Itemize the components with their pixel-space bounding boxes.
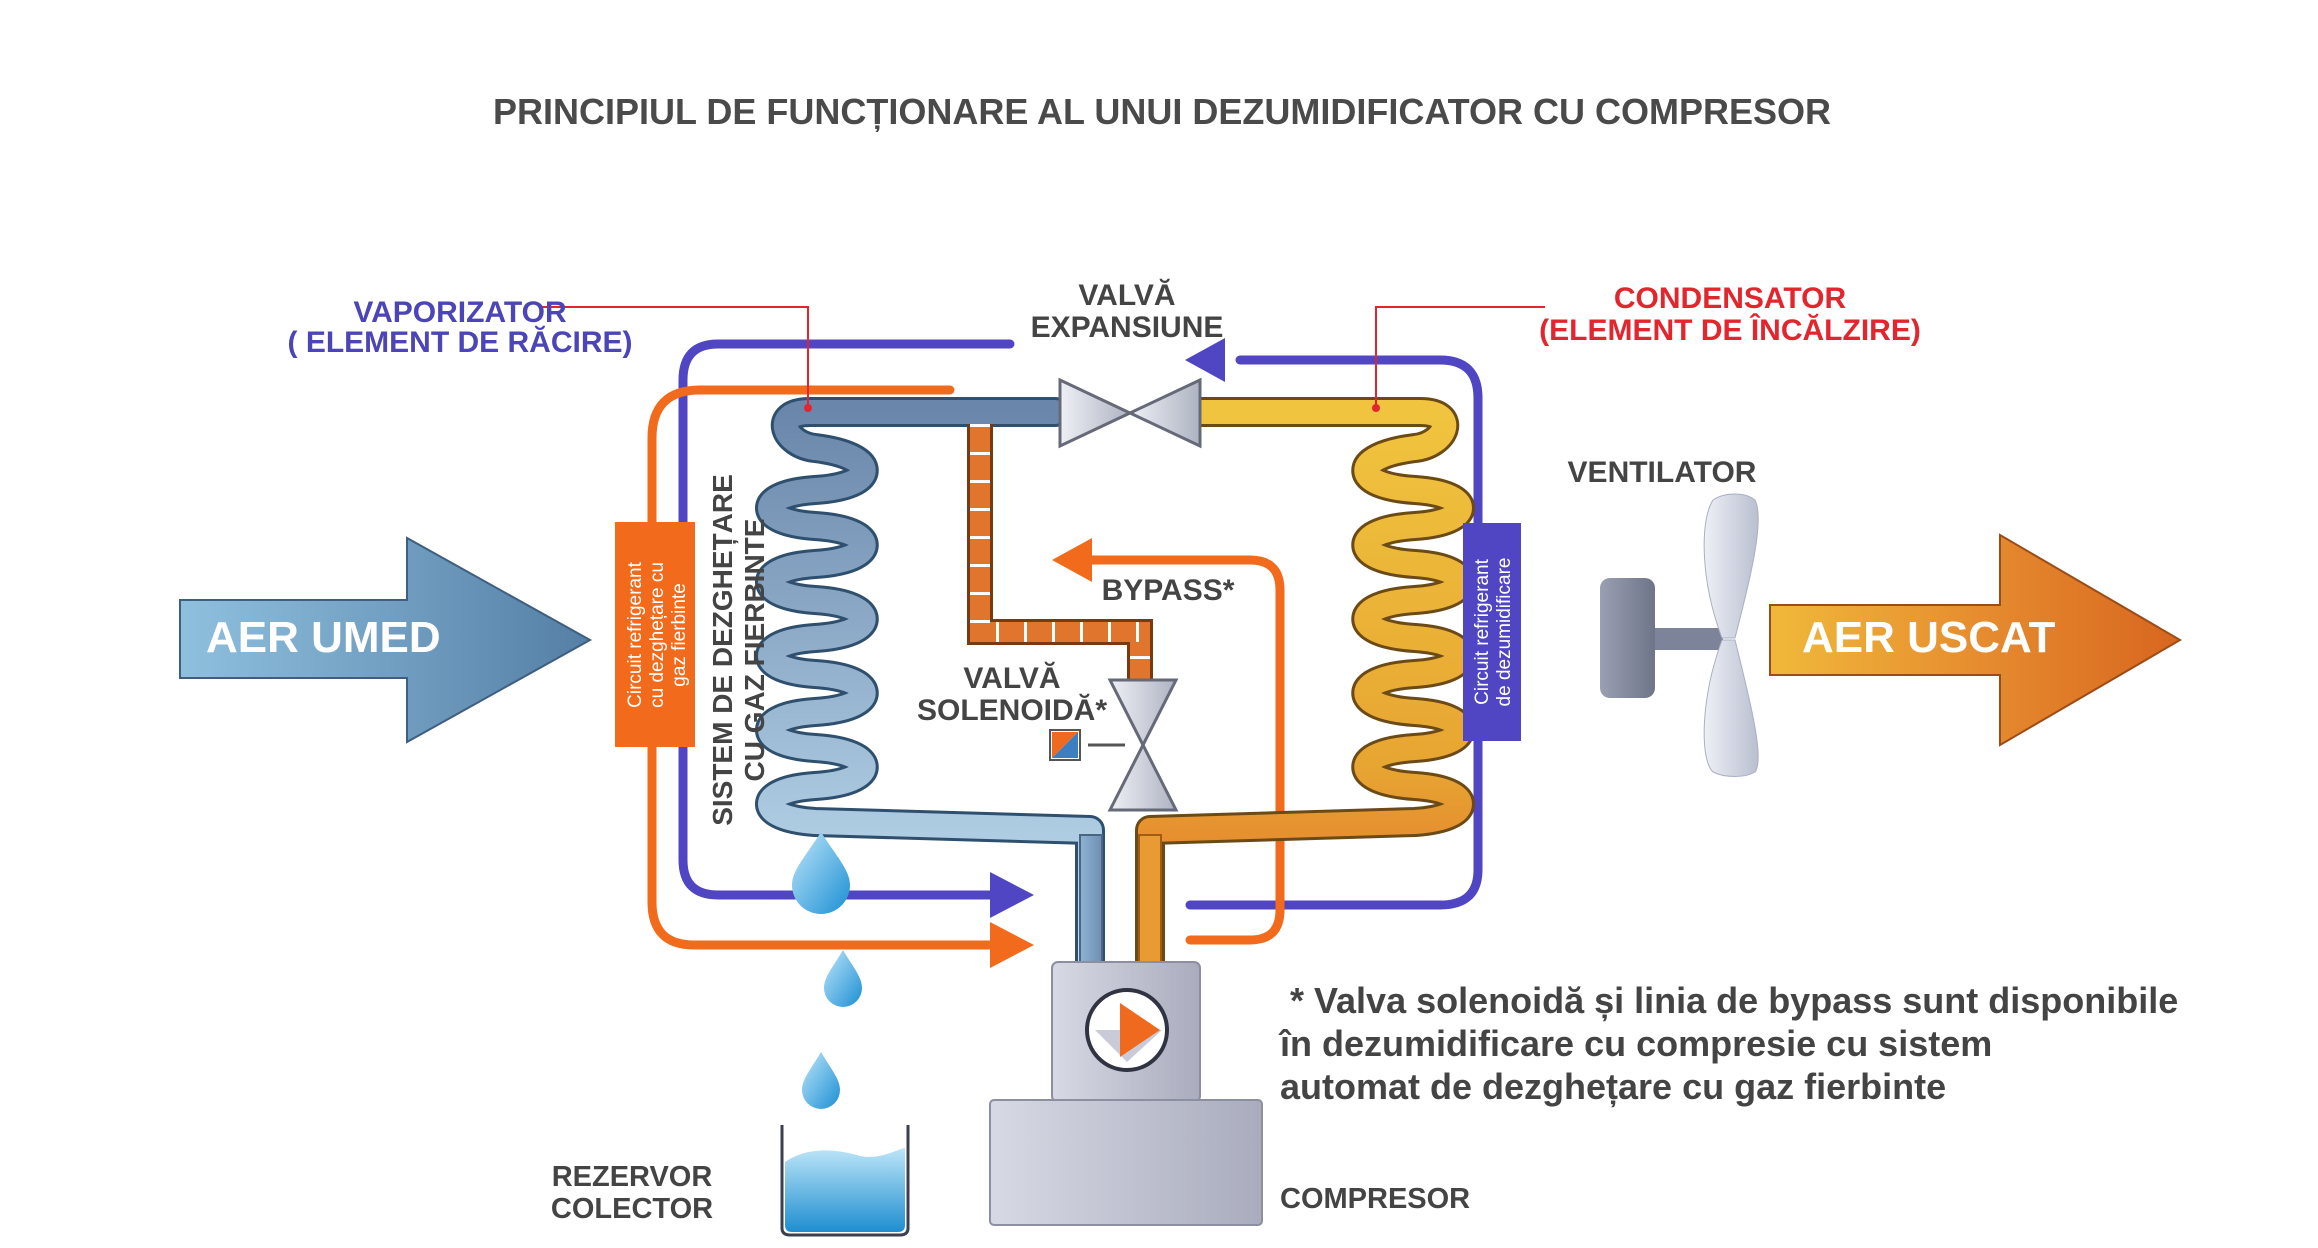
vaporizator-label: VAPORIZATOR: [353, 296, 567, 329]
condensator-callout-dot: [1372, 404, 1380, 412]
aer-uscat-arrow: [1769, 533, 2182, 747]
fan: [1600, 493, 1759, 777]
vaporizator-callout-dot: [804, 404, 812, 412]
vaporizator-sublabel: ( ELEMENT DE RĂCIRE): [288, 325, 633, 359]
note-line-1: * Valva solenoidă și linia de bypass sun…: [1290, 980, 2178, 1021]
water-drop-2: [824, 950, 862, 1007]
circuit-right-label-1: Circuit refrigerant: [1472, 558, 1493, 704]
blue-arrowhead-top: [1185, 338, 1225, 382]
note-line-3: automat de dezghețare cu gaz fierbinte: [1280, 1066, 1946, 1108]
circuit-left-label-1: Circuit refrigerant: [625, 561, 646, 707]
orange-arrowhead-bottom: [990, 922, 1034, 968]
sistem-dezghetare-label: SISTEM DE DEZGHEȚARE: [707, 474, 738, 826]
page-title: PRINCIPIUL DE FUNCȚIONARE AL UNUI DEZUMI…: [493, 91, 1831, 132]
collector-tank: [780, 1125, 910, 1237]
valva-solenoida-label: VALVĂ: [963, 661, 1060, 695]
orange-hot-gas-circuit: [647, 385, 1285, 950]
condenser-coil: [1135, 397, 1475, 975]
valva-expansiune-label: VALVĂ: [1078, 278, 1175, 312]
compresor-label: COMPRESOR: [1280, 1183, 1470, 1215]
ventilator-label: VENTILATOR: [1568, 456, 1757, 489]
expansion-valve: [1058, 377, 1202, 449]
note-line-2: în dezumidificare cu compresie cu sistem: [1278, 1023, 1992, 1064]
vaporizator-callout-line: [540, 306, 809, 408]
compressor-connections: [1079, 834, 1162, 966]
condensator-sublabel: (ELEMENT DE ÎNCĂLZIRE): [1539, 313, 1921, 347]
sistem-dezghetare-sublabel: CU GAZ FIERBINTE: [739, 519, 770, 782]
circuit-left-box: [615, 522, 695, 747]
circuit-left-label-3: gaz fierbinte: [669, 583, 690, 687]
solenoid-valve: [1049, 678, 1179, 812]
bypass-label: BYPASS*: [1102, 574, 1235, 607]
water-drop-1: [792, 832, 850, 914]
compressor: [989, 961, 1263, 1226]
valva-expansiune-sublabel: EXPANSIUNE: [1031, 311, 1224, 344]
water-drop-3: [802, 1052, 840, 1109]
valva-solenoida-sublabel: SOLENOIDĂ*: [917, 693, 1107, 727]
aer-umed-label: AER UMED: [206, 613, 441, 662]
condensator-label: CONDENSATOR: [1614, 282, 1847, 315]
aer-umed-arrow: [179, 536, 593, 744]
circuit-right-label-2: de dezumidificare: [1494, 558, 1515, 707]
aer-uscat-label: AER USCAT: [1802, 613, 2056, 662]
circuit-right-box: [1463, 523, 1521, 741]
evaporator-coil: [755, 397, 1105, 975]
condensator-callout-line: [1375, 306, 1545, 408]
hot-gas-bypass-pipe: [967, 424, 1153, 700]
circuit-left-label-2: cu dezghețare cu: [647, 562, 668, 708]
rezervor-sublabel: COLECTOR: [551, 1193, 713, 1225]
blue-arrowhead-bottom: [990, 872, 1034, 918]
rezervor-label: REZERVOR: [552, 1161, 713, 1193]
orange-arrowhead-bypass: [1052, 538, 1092, 582]
